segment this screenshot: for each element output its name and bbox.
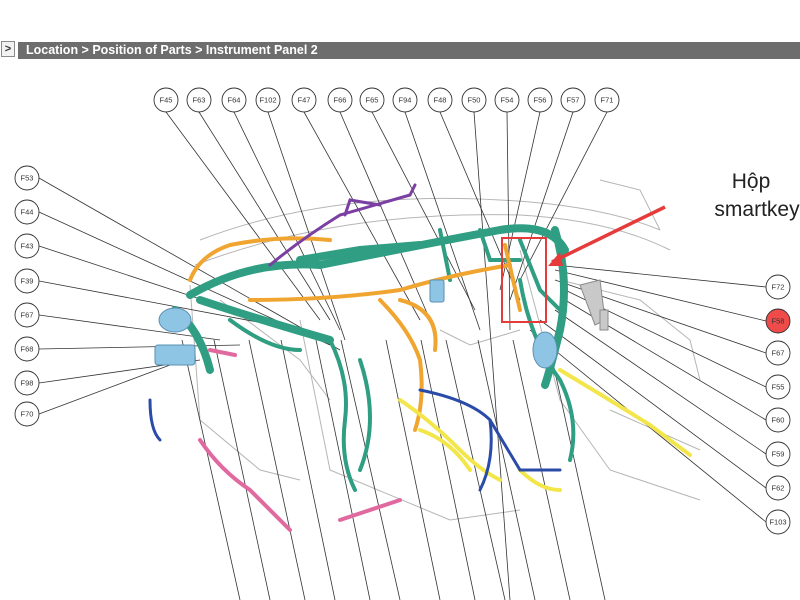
breadcrumb-bar: > Location > Position of Parts > Instrum…	[0, 40, 800, 60]
connector-label: F53	[21, 174, 34, 183]
connector-label: F57	[567, 96, 580, 105]
connector-label: F66	[334, 96, 347, 105]
connector-f103-right-7: F103	[765, 509, 791, 535]
connector-f71-top-13: F71	[594, 87, 620, 113]
connector-f60-right-4: F60	[765, 407, 791, 433]
connector-label: F47	[298, 96, 311, 105]
connector-f64-top-2: F64	[221, 87, 247, 113]
connector-label: F67	[772, 349, 785, 358]
light-blue-component	[154, 279, 558, 369]
instrument-panel-outline	[189, 179, 701, 521]
connector-f58-right-1: F58	[765, 308, 791, 334]
annotation-line-2: smartkey	[714, 198, 800, 221]
connector-label: F102	[259, 96, 276, 105]
connector-f47-top-4: F47	[291, 87, 317, 113]
connector-f72-right-0: F72	[765, 274, 791, 300]
connector-label: F72	[772, 283, 785, 292]
purple-harness	[268, 183, 417, 267]
connector-label: F60	[772, 416, 785, 425]
connector-label: F59	[772, 450, 785, 459]
connector-label: F50	[468, 96, 481, 105]
annotation-line-1: Hộp	[732, 170, 771, 193]
connector-f45-top-0: F45	[153, 87, 179, 113]
connector-label: F62	[772, 484, 785, 493]
connector-label: F56	[534, 96, 547, 105]
connector-label: F43	[21, 242, 34, 251]
connector-f59-right-5: F59	[765, 441, 791, 467]
connector-f57-top-12: F57	[560, 87, 586, 113]
connector-f43-left-2: F43	[14, 233, 40, 259]
connector-label: F94	[399, 96, 412, 105]
connector-label: F55	[772, 383, 785, 392]
connector-f66-top-5: F66	[327, 87, 353, 113]
smartkey-box-highlight	[501, 237, 547, 323]
connector-label: F67	[21, 311, 34, 320]
connector-f67-right-2: F67	[765, 340, 791, 366]
connector-label: F58	[772, 317, 785, 326]
connector-label: F44	[21, 208, 34, 217]
connector-label: F39	[21, 277, 34, 286]
connector-f55-right-3: F55	[765, 374, 791, 400]
connector-label: F68	[21, 345, 34, 354]
connector-f53-left-0: F53	[14, 165, 40, 191]
connector-f94-top-7: F94	[392, 87, 418, 113]
connector-f50-top-9: F50	[461, 87, 487, 113]
connector-label: F54	[501, 96, 514, 105]
connector-label: F48	[434, 96, 447, 105]
connector-f102-top-3: F102	[255, 87, 281, 113]
connector-f98-left-6: F98	[14, 370, 40, 396]
connector-f44-left-1: F44	[14, 199, 40, 225]
connector-label: F98	[21, 379, 34, 388]
expand-toggle-button[interactable]: >	[1, 41, 15, 57]
connector-labels: F45 F63 F64 F102 F47 F66 F65 F94 F48 F50 F54 F56 F57…	[14, 87, 791, 535]
connector-label: F65	[366, 96, 379, 105]
breadcrumb: Location > Position of Parts > Instrumen…	[18, 42, 800, 59]
connector-f39-left-3: F39	[14, 268, 40, 294]
connector-f65-top-6: F65	[359, 87, 385, 113]
connector-label: F45	[160, 96, 173, 105]
connector-f62-right-6: F62	[765, 475, 791, 501]
connector-f48-top-8: F48	[427, 87, 453, 113]
connector-label: F70	[21, 410, 34, 419]
connector-label: F63	[193, 96, 206, 105]
connector-f63-top-1: F63	[186, 87, 212, 113]
connector-f67-left-4: F67	[14, 302, 40, 328]
connector-leader-lines	[38, 111, 767, 600]
connector-label: F103	[769, 518, 786, 527]
connector-f70-left-7: F70	[14, 401, 40, 427]
arrowhead-icon	[548, 252, 563, 266]
smartkey-arrow	[551, 205, 666, 264]
connector-label: F64	[228, 96, 241, 105]
connector-f54-top-10: F54	[494, 87, 520, 113]
connector-f56-top-11: F56	[527, 87, 553, 113]
breadcrumb-text: Location > Position of Parts > Instrumen…	[26, 43, 318, 57]
wiring-diagram: F45 F63 F64 F102 F47 F66 F65 F94 F48 F50 F54 F56 F57…	[14, 87, 800, 600]
grey-bracket	[579, 279, 609, 331]
connector-label: F71	[601, 96, 614, 105]
pink-harness	[198, 348, 402, 532]
blue-harness	[148, 388, 562, 492]
connector-f68-left-5: F68	[14, 336, 40, 362]
